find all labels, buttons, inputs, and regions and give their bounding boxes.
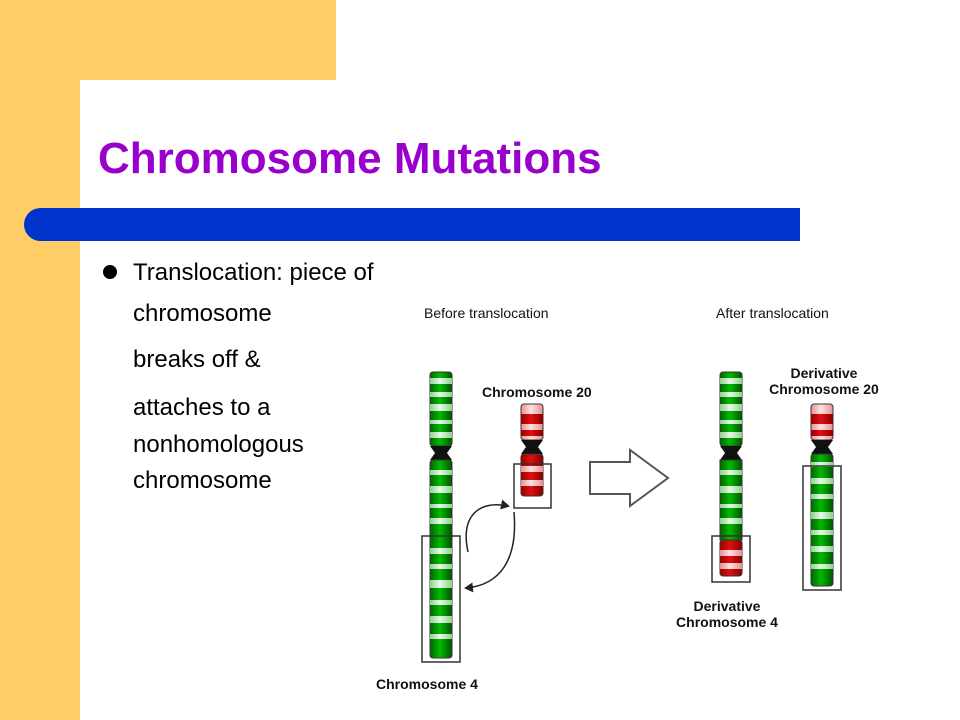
exchange-arrow-down xyxy=(464,511,516,593)
bullet-dot xyxy=(103,265,117,279)
chromosome-4-segment-box xyxy=(421,535,461,663)
derivative-chromosome-4-segment-box xyxy=(711,535,751,583)
bullet-text-line-3: breaks off & xyxy=(133,346,261,373)
decorative-top-block xyxy=(80,0,336,80)
decorative-rounded-corner xyxy=(80,80,200,200)
title-rule xyxy=(24,208,800,241)
bullet-text-line-2: chromosome xyxy=(133,300,272,327)
derivative-chromosome-20-label-line-2: Chromosome 20 xyxy=(769,381,879,397)
derivative-chromosome-4-label-line-2: Chromosome 4 xyxy=(676,614,778,630)
exchange-arrow-up xyxy=(465,499,510,553)
derivative-chromosome-20 xyxy=(802,403,842,591)
bullet-text-line-6: chromosome xyxy=(133,467,272,494)
before-translocation-label: Before translocation xyxy=(424,305,549,321)
derivative-chromosome-20-segment-box xyxy=(802,465,842,591)
transformation-arrow-icon xyxy=(589,448,670,508)
slide-title: Chromosome Mutations xyxy=(98,134,602,183)
after-translocation-label: After translocation xyxy=(716,305,829,321)
bullet-text-line-5: nonhomologous xyxy=(133,431,304,458)
decorative-side-bar xyxy=(0,0,80,720)
chromosome-20-segment-box xyxy=(513,463,552,509)
derivative-chromosome-20-label-line-1: Derivative xyxy=(791,365,858,381)
chromosome-20 xyxy=(513,403,552,509)
chromosome-20-label: Chromosome 20 xyxy=(482,384,592,400)
bullet-text-line-1: Translocation: piece of xyxy=(133,259,374,286)
chromosome-4 xyxy=(421,371,461,663)
derivative-chromosome-4-label-line-1: Derivative xyxy=(694,598,761,614)
derivative-chromosome-4 xyxy=(711,371,751,583)
bullet-text-line-4: attaches to a xyxy=(133,394,271,421)
chromosome-4-label: Chromosome 4 xyxy=(376,676,478,692)
